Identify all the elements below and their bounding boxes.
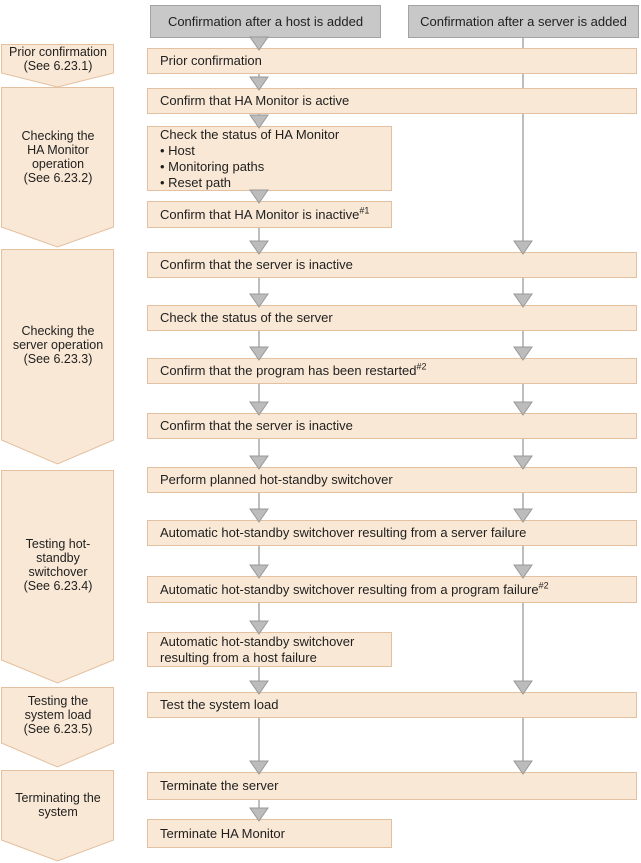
- phase-label-terminating-system: Terminating the system: [15, 791, 101, 819]
- phase-label-checking-ha-monitor: Checking the HA Monitor operation (See 6…: [21, 129, 95, 185]
- phase-chevron-shape: [1, 87, 114, 248]
- step-planned-switchover: Perform planned hot-standby switchover: [147, 467, 637, 493]
- phase-chevron-shape: [1, 687, 114, 768]
- phase-label-prior-confirmation: Prior confirmation (See 6.23.1): [9, 44, 107, 73]
- phase-label-testing-system-load: Testing the system load (See 6.23.5): [23, 694, 93, 736]
- phase-chevron-shape: [1, 770, 114, 862]
- phase-label-checking-server: Checking the server operation (See 6.23.…: [12, 323, 104, 366]
- step-confirm-server-inactive-2: Confirm that the server is inactive: [147, 413, 637, 439]
- step-confirm-ha-monitor-active: Confirm that HA Monitor is active: [147, 88, 637, 114]
- step-auto-switchover-program-failure: Automatic hot-standby switchover resulti…: [147, 576, 637, 603]
- step-confirm-ha-monitor-inactive: Confirm that HA Monitor is inactive#1: [147, 201, 392, 228]
- column-header-server: Confirmation after a server is added: [408, 5, 639, 38]
- step-terminate-server: Terminate the server: [147, 772, 637, 800]
- phase-chevron-shape: [1, 470, 114, 684]
- step-auto-switchover-host-failure: Automatic hot-standby switchover resulti…: [147, 632, 392, 667]
- column-header-host: Confirmation after a host is added: [150, 5, 381, 38]
- step-confirm-program-restarted: Confirm that the program has been restar…: [147, 358, 637, 384]
- step-test-system-load: Test the system load: [147, 692, 637, 718]
- step-check-server-status: Check the status of the server: [147, 305, 637, 331]
- step-check-ha-monitor-status: Check the status of HA Monitor • Host • …: [147, 126, 392, 191]
- step-prior-confirmation: Prior confirmation: [147, 48, 637, 74]
- step-terminate-ha-monitor: Terminate HA Monitor: [147, 819, 392, 848]
- step-confirm-server-inactive-1: Confirm that the server is inactive: [147, 252, 637, 278]
- phase-chevron-shape: [1, 249, 114, 465]
- step-auto-switchover-server-failure: Automatic hot-standby switchover resulti…: [147, 520, 637, 546]
- phase-chevron-shape: [1, 44, 114, 88]
- phase-label-testing-switchover: Testing hot- standby switchover (See 6.2…: [23, 537, 93, 593]
